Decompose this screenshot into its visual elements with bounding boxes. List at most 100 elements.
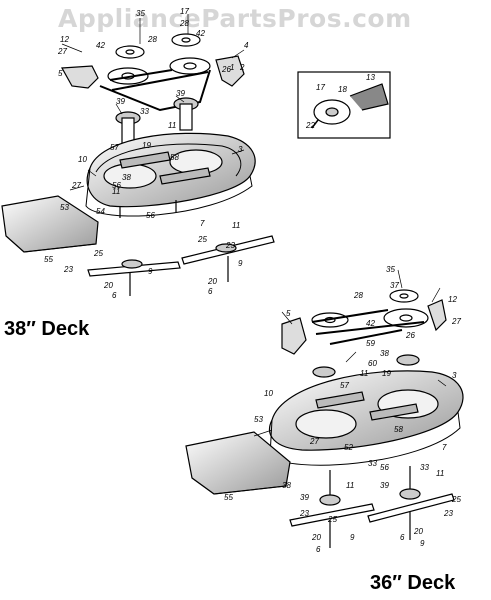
deck-36-part-label: 11	[346, 481, 354, 490]
inset-detail	[297, 71, 391, 139]
deck-36-part-label: 23	[443, 509, 453, 518]
deck-36-part-label: 11	[360, 369, 368, 378]
inset-part-label: 17	[316, 83, 325, 92]
deck-38-part-label: 9	[148, 267, 153, 276]
deck-36-title: 36″ Deck	[370, 572, 456, 594]
deck-38-part-label: 10	[78, 155, 87, 164]
inset-part-label: 13	[366, 73, 375, 82]
deck-38-part-label: 7	[200, 219, 205, 228]
deck-36-part-label: 33	[420, 463, 429, 472]
deck-38-part-label: 27	[71, 181, 81, 190]
deck-38-part-label: 11	[168, 121, 176, 130]
deck-36-part-label: 20	[311, 533, 321, 542]
deck-38-part-label: 17	[180, 7, 189, 16]
deck-38-assembly	[1, 14, 275, 296]
deck-38-part-label: 38	[122, 173, 131, 182]
deck-36-part-label: 58	[394, 425, 403, 434]
deck-38-part-label: 27	[57, 47, 67, 56]
discharge-chute-38	[1, 195, 99, 253]
idler-bracket-36-right	[427, 299, 447, 332]
deck-38-part-label: 57	[110, 143, 119, 152]
deck-38-part-label: 23	[225, 241, 235, 250]
deck-36-part-label: 38	[380, 349, 389, 358]
deck-38-part-label: 26	[221, 65, 231, 74]
deck-36-part-label: 3	[452, 371, 457, 380]
deck-38-part-label: 39	[176, 89, 185, 98]
deck-38-part-label: 33	[140, 107, 149, 116]
drive-pulley-right	[169, 57, 211, 75]
deck-36-part-label: 37	[390, 281, 399, 290]
blade-left-38	[87, 261, 181, 277]
deck-38-part-label: 56	[112, 181, 121, 190]
deck-36-part-label: 28	[353, 291, 363, 300]
deck-36-assembly	[185, 269, 464, 548]
deck-36-part-label: 42	[366, 319, 375, 328]
deck-38-part-label: 1	[230, 63, 234, 72]
deck-38-part-label: 20	[207, 277, 217, 286]
deck-38-part-label: 2	[239, 63, 245, 72]
drive-belt-36	[311, 309, 425, 345]
deck-36-part-label: 53	[254, 415, 263, 424]
deck-36-part-label: 60	[368, 359, 377, 368]
deck-38-part-label: 55	[44, 255, 53, 264]
inset-part-label: 18	[338, 85, 347, 94]
deck-36-part-label: 38	[282, 481, 291, 490]
deck-38-part-label: 28	[147, 35, 157, 44]
deck-36-part-label: 6	[316, 545, 321, 554]
deck-38-part-label: 6	[208, 287, 213, 296]
deck-36-part-label: 39	[380, 481, 389, 490]
deck-38-part-label: 25	[93, 249, 103, 258]
deck-36-part-label: 25	[327, 515, 337, 524]
deck-38-part-label: 58	[170, 153, 179, 162]
deck-36-part-label: 25	[451, 495, 461, 504]
idler-pulley-36	[389, 289, 419, 303]
deck-38-part-label: 20	[103, 281, 113, 290]
deck-36-part-label: 39	[300, 493, 309, 502]
deck-36-part-label: 27	[309, 437, 319, 446]
deck-36-part-label: 12	[448, 295, 457, 304]
idler-pulley-right	[171, 33, 201, 47]
deck-36-part-label: 26	[405, 331, 415, 340]
deck-36-part-label: 35	[386, 265, 395, 274]
deck-38-part-label: 4	[244, 41, 249, 50]
deck-36-part-label: 19	[382, 369, 391, 378]
deck-38-part-label: 9	[238, 259, 243, 268]
deck-38-part-label: 53	[60, 203, 69, 212]
deck-38-part-label: 23	[63, 265, 73, 274]
deck-38-part-label: 35	[136, 9, 145, 18]
deck-36-part-label: 23	[299, 509, 309, 518]
deck-36-part-label: 59	[366, 339, 375, 348]
deck-38-part-label: 19	[142, 141, 151, 150]
deck-36-part-label: 9	[350, 533, 355, 542]
inset-part-labels: 17 18 13 22	[305, 73, 375, 130]
deck-38-part-label: 11	[232, 221, 240, 230]
idler-pulley-left	[115, 45, 145, 59]
watermark: AppliancePartsPros.com	[58, 4, 412, 33]
deck-38-part-label: 3	[238, 145, 243, 154]
blade-right-36	[367, 493, 455, 523]
deck-36-part-label: 5	[286, 309, 291, 318]
deck-36-part-label: 10	[264, 389, 273, 398]
deck-38-title: 38″ Deck	[4, 318, 90, 340]
drive-pulley-left	[107, 67, 149, 85]
inset-part-label: 22	[305, 121, 315, 130]
deck-36-part-label: 55	[224, 493, 233, 502]
deck-38-part-label: 12	[60, 35, 69, 44]
deck-36-part-label: 33	[368, 459, 377, 468]
deck-36-part-label: 6	[400, 533, 405, 542]
deck-38-part-label: 6	[112, 291, 117, 300]
deck-36-part-label: 11	[436, 469, 444, 478]
blade-left-36	[289, 503, 375, 527]
deck-38-part-label: 54	[96, 207, 105, 216]
deck-36-part-label: 56	[380, 463, 389, 472]
deck-36-part-label: 20	[413, 527, 423, 536]
deck-36-part-label: 9	[420, 539, 425, 548]
deck-38-part-label: 42	[196, 29, 205, 38]
deck-38-part-label: 56	[146, 211, 155, 220]
deck-36-part-label: 27	[451, 317, 461, 326]
idler-bracket-36-left	[281, 317, 307, 355]
deck-36-part-label: 57	[340, 381, 349, 390]
